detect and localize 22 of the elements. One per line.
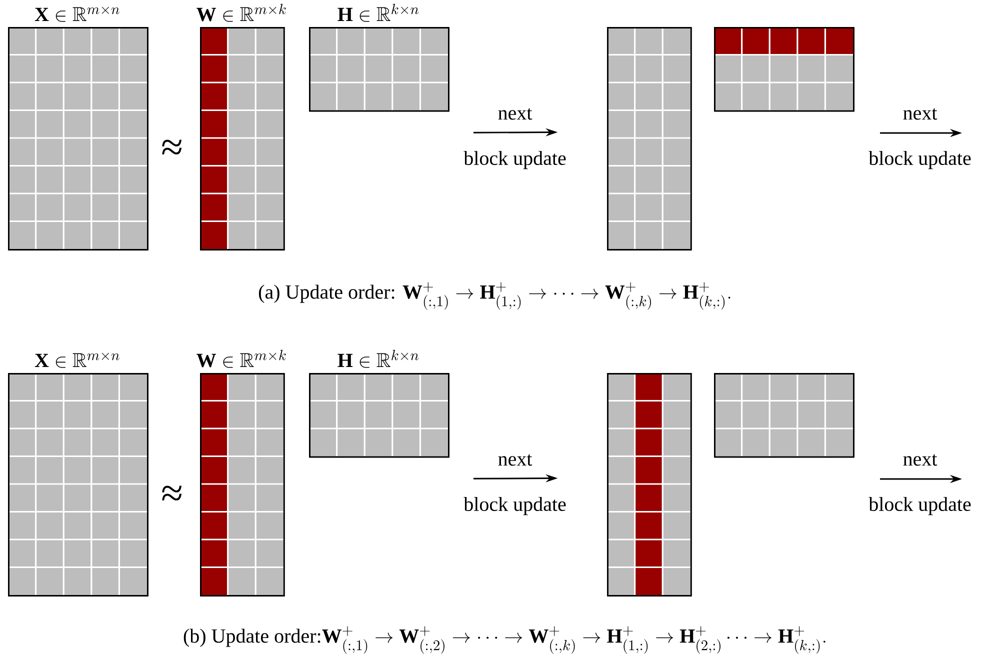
matrix-grid <box>606 372 692 596</box>
approx-sign: ≈ <box>162 486 182 500</box>
arrow-label: block update <box>868 496 971 516</box>
approx-sign: ≈ <box>162 140 182 154</box>
matrix-label: $\mathbf{X} \in \mathbb{R}^{m\times n}$ <box>34 6 120 22</box>
arrow-label: next <box>498 108 532 120</box>
matrix-grid <box>713 26 854 112</box>
arrow-label: block update <box>464 150 566 170</box>
matrix-label: $\mathbf{X} \in \mathbb{R}^{m\times n}$ <box>34 352 120 368</box>
arrow-label: block update <box>464 496 566 516</box>
arrow-label: next <box>498 454 532 466</box>
matrix-label: $\mathbf{H} \in \mathbb{R}^{k\times n}$ <box>338 4 419 22</box>
matrix-label: $\mathbf{W} \in \mathbb{R}^{m\times k}$ <box>196 4 286 22</box>
arrow-label: block update <box>868 150 971 170</box>
matrix-grid <box>713 372 854 458</box>
caption: $\text{(b) Update order:}\mathbf{W}^{+}_{(:,1)} \to \mathbf{W}^{+}_{(:,2)} \to \cdots \to \mathbf{W}^{+}_{(:,k)} \to \mathbf{H}^{+}_{(1,:)} \to \mathbf{H}^{+}_{(2,:)} \cdots \to \mathbf{H}^{+}_{(k,:)}.$ <box>184 626 826 654</box>
matrix-label: $\mathbf{H} \in \mathbb{R}^{k\times n}$ <box>338 350 419 368</box>
arrow-label: next <box>903 454 938 466</box>
matrix-label: $\mathbf{W} \in \mathbb{R}^{m\times k}$ <box>196 350 286 368</box>
matrix-grid <box>606 26 692 250</box>
caption: $\text{(a) Update order: }\mathbf{W}^{+}_{(:,1)} \to \mathbf{H}^{+}_{(1,:)} \to \cdots \to \mathbf{W}^{+}_{(:,k)} \to \mathbf{H}^{+}_{(k,:)}.$ <box>258 282 730 310</box>
arrow-label: next <box>903 108 938 120</box>
